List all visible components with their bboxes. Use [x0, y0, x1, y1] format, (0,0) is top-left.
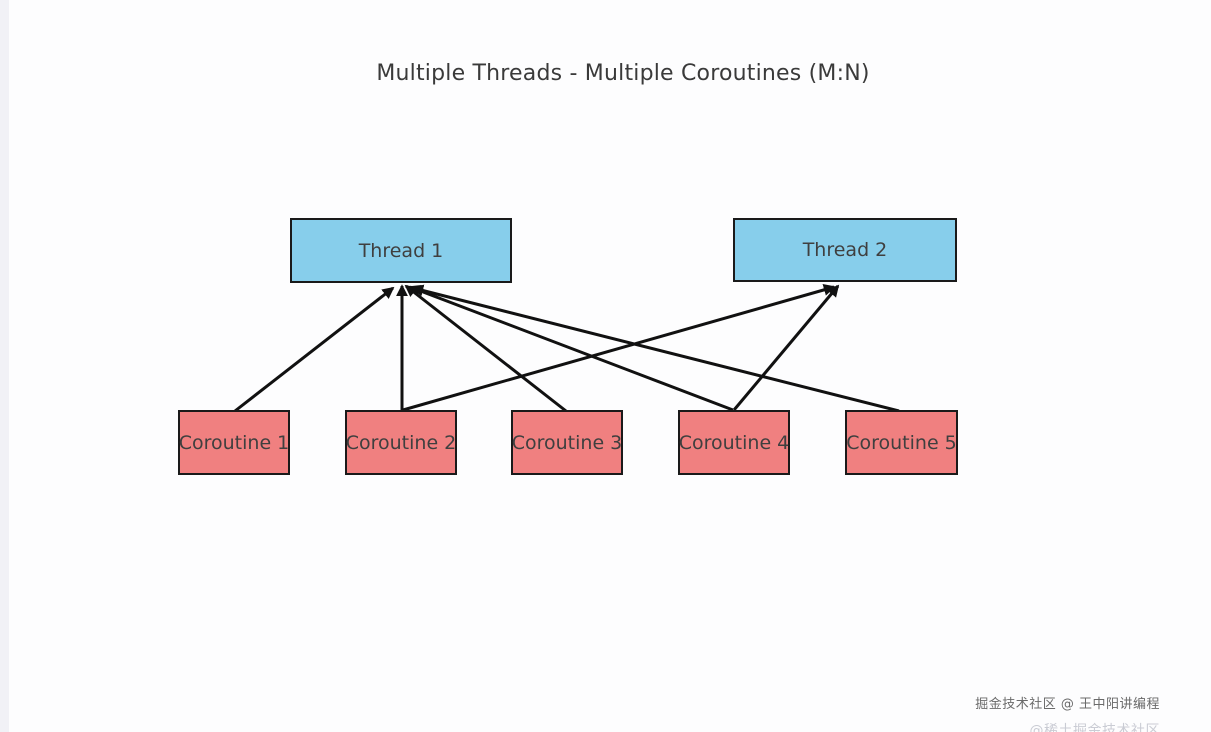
node-coroutine-3: Coroutine 3 [511, 410, 623, 475]
node-coroutine-4: Coroutine 4 [678, 410, 790, 475]
node-label-thread-1: Thread 1 [358, 239, 444, 262]
node-label-coroutine-1: Coroutine 1 [178, 431, 290, 454]
watermark: 掘金技术社区 @ 王中阳讲编程 @稀土掘金技术社区 [975, 693, 1160, 732]
node-label-coroutine-4: Coroutine 4 [678, 431, 790, 454]
node-label-coroutine-2: Coroutine 2 [345, 431, 457, 454]
watermark-line1: 掘金技术社区 @ 王中阳讲编程 [975, 697, 1160, 712]
node-thread-2: Thread 2 [733, 218, 957, 282]
node-thread-1: Thread 1 [290, 218, 512, 283]
diagram-title: Multiple Threads - Multiple Coroutines (… [376, 61, 870, 86]
node-coroutine-1: Coroutine 1 [178, 410, 290, 475]
node-label-thread-2: Thread 2 [802, 239, 888, 261]
node-label-coroutine-3: Coroutine 3 [511, 431, 623, 454]
node-label-coroutine-5: Coroutine 5 [846, 431, 957, 454]
watermark-line2: @稀土掘金技术社区 [1029, 723, 1160, 732]
node-coroutine-2: Coroutine 2 [345, 410, 457, 475]
left-gutter [0, 0, 9, 732]
node-coroutine-5: Coroutine 5 [845, 410, 958, 475]
